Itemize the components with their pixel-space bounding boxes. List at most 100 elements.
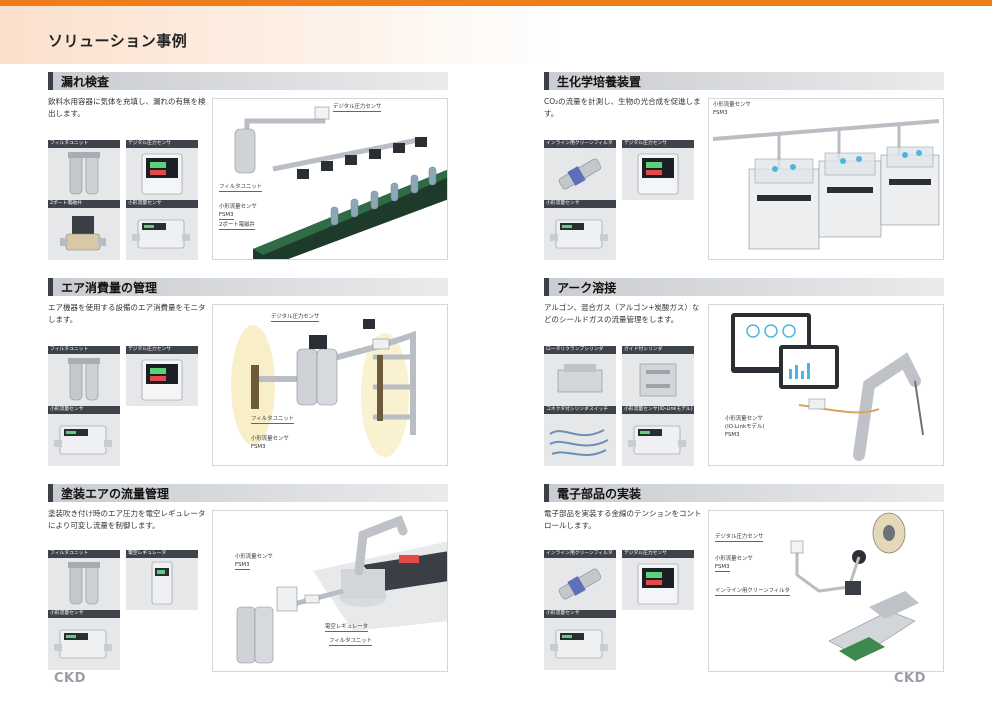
callout-flow-sensor-model: FSM3 — [713, 110, 728, 116]
callout-flow-sensor: 小形流量センサ — [235, 554, 273, 560]
electronic-mounting-illustration: デジタル圧力センサ 小形流量センサ FSM3 インライン用クリーンフィルタ — [708, 510, 944, 672]
section-header: 生化学培養装置 — [544, 72, 944, 90]
callout-flow-sensor-model: FSM3 — [725, 432, 740, 438]
flow-sensor-icon — [132, 219, 190, 249]
product-label: 小形流量センサ — [48, 406, 120, 414]
product-inline-clean-filter: インライン用クリーンフィルタ — [544, 140, 616, 200]
product-filter-unit: フィルタユニット — [48, 346, 120, 406]
product-digital-pressure-sensor: デジタル圧力センサ — [622, 550, 694, 610]
callout-flow-sensor: 小形流量センサ — [713, 102, 751, 108]
callout-flow-sensor-model: FSM3 — [235, 562, 250, 570]
product-label: 小形流量センサ — [48, 610, 120, 618]
product-label: ロータリクランプシリンダ — [544, 346, 616, 354]
section-description: CO₂の流量を計測し、生物の光合成を促進します。 — [544, 97, 701, 118]
section-header: エア消費量の管理 — [48, 278, 448, 296]
section-header: 漏れ検査 — [48, 72, 448, 90]
flow-sensor-icon — [54, 425, 112, 455]
painting-robot-illustration — [236, 515, 447, 664]
product-label: デジタル圧力センサ — [622, 140, 694, 148]
section-biochemical-culture: 生化学培養装置 CO₂の流量を計測し、生物の光合成を促進します。 インライン用ク… — [544, 72, 944, 260]
product-label: インライン用クリーンフィルタ — [544, 140, 616, 148]
product-label: デジタル圧力センサ — [622, 550, 694, 558]
product-label: 小形流量センサ — [126, 200, 198, 208]
product-label: 小形流量センサ(IO-Linkモデル) — [622, 406, 694, 414]
callout-flow-sensor: 小形流量センサ — [715, 556, 753, 562]
product-label: デジタル圧力センサ — [126, 140, 198, 148]
callout-flow-sensor-model: FSM3 — [251, 444, 266, 450]
solenoid-valve-icon — [60, 216, 106, 251]
cylinder-switch-icon — [549, 429, 609, 456]
ckd-logo-right: CKD — [894, 671, 926, 686]
culture-device-illustration: 小形流量センサ FSM3 — [708, 98, 944, 260]
callout-inline-clean-filter: インライン用クリーンフィルタ — [715, 588, 790, 596]
product-label: デジタル圧力センサ — [126, 346, 198, 354]
title-banner — [0, 6, 560, 64]
filter-unit-icon — [68, 562, 100, 605]
section-header: アーク溶接 — [544, 278, 944, 296]
section-title: 生化学培養装置 — [557, 75, 642, 89]
wire-bonding-illustration — [790, 512, 919, 661]
conveyor-bottle-illustration — [234, 106, 447, 259]
pressure-sensor-icon — [141, 359, 183, 401]
callout-pressure-sensor: デジタル圧力センサ — [715, 534, 764, 542]
pressure-sensor-icon — [637, 153, 679, 195]
product-filter-unit: フィルタユニット — [48, 140, 120, 200]
inline-filter-icon — [558, 158, 602, 190]
flow-sensor-icon — [550, 629, 608, 659]
section-title: アーク溶接 — [557, 281, 617, 295]
product-e-p-regulator: 電空レギュレータ — [126, 550, 198, 610]
product-flow-sensor: 小形流量センサ — [48, 610, 120, 670]
product-flow-sensor-io-link: 小形流量センサ(IO-Linkモデル) — [622, 406, 694, 466]
callout-solenoid-valve: 2ポート電磁弁 — [219, 222, 255, 230]
product-label: コネクタ付シリンダスイッチ — [544, 406, 616, 414]
incubator-illustration — [712, 119, 940, 250]
callout-flow-sensor-model: FSM3 — [219, 212, 234, 220]
product-label: 小形流量センサ — [544, 610, 616, 618]
product-filter-unit: フィルタユニット — [48, 550, 120, 610]
flow-sensor-icon — [550, 219, 608, 249]
product-label: 2ポート電磁弁 — [48, 200, 120, 208]
flow-sensor-icon — [628, 425, 686, 455]
callout-filter-unit: フィルタユニット — [251, 416, 295, 424]
section-title: 電子部品の実装 — [557, 487, 642, 501]
guided-cylinder-icon — [639, 363, 677, 397]
page-title: ソリューション事例 — [48, 32, 188, 50]
welding-robot-illustration — [731, 313, 924, 461]
section-arc-welding: アーク溶接 アルゴン、混合ガス（アルゴン+炭酸ガス）などのシールドガスの流量管理… — [544, 278, 944, 466]
product-label: 小形流量センサ — [544, 200, 616, 208]
product-guided-cylinder: ガイド付シリンダ — [622, 346, 694, 406]
section-description: 塗装吹き付け時のエア圧力を電空レギュレータにより可変し流量を制御します。 — [48, 509, 206, 530]
air-consumption-illustration: デジタル圧力センサ フィルタユニット 小形流量センサ FSM3 — [212, 304, 448, 466]
piping-illustration — [231, 319, 416, 457]
product-inline-clean-filter: インライン用クリーンフィルタ — [544, 550, 616, 610]
painting-illustration: 小形流量センサ FSM3 電空レギュレータ フィルタユニット — [212, 510, 448, 672]
product-flow-sensor: 小形流量センサ — [544, 610, 616, 670]
section-description: エア機器を使用する設備のエア消費量をモニタします。 — [48, 303, 206, 324]
product-label: フィルタユニット — [48, 346, 120, 354]
product-cylinder-switch: コネクタ付シリンダスイッチ — [544, 406, 616, 466]
section-header: 塗装エアの流量管理 — [48, 484, 448, 502]
product-label: インライン用クリーンフィルタ — [544, 550, 616, 558]
product-digital-pressure-sensor: デジタル圧力センサ — [126, 346, 198, 406]
section-air-consumption: エア消費量の管理 エア機器を使用する設備のエア消費量をモニタします。 フィルタユ… — [48, 278, 448, 466]
product-flow-sensor: 小形流量センサ — [544, 200, 616, 260]
clamp-cylinder-icon — [557, 364, 603, 393]
product-label: フィルタユニット — [48, 140, 120, 148]
product-digital-pressure-sensor: デジタル圧力センサ — [622, 140, 694, 200]
top-accent-bar — [0, 0, 992, 6]
section-painting-air-flow: 塗装エアの流量管理 塗装吹き付け時のエア圧力を電空レギュレータにより可変し流量を… — [48, 484, 448, 672]
product-rotary-clamp-cylinder: ロータリクランプシリンダ — [544, 346, 616, 406]
leak-inspection-illustration: デジタル圧力センサ フィルタユニット 小形流量センサ FSM3 2ポート電磁弁 — [212, 98, 448, 260]
section-description: アルゴン、混合ガス（アルゴン+炭酸ガス）などのシールドガスの流量管理をします。 — [544, 303, 700, 324]
section-header: 電子部品の実装 — [544, 484, 944, 502]
callout-flow-sensor: 小形流量センサ — [251, 436, 289, 442]
product-flow-sensor: 小形流量センサ — [126, 200, 198, 260]
section-description: 電子部品を実装する金線のテンションをコントロールします。 — [544, 509, 702, 530]
section-description: 飲料水用容器に気体を充填し、漏れの有無を検出します。 — [48, 97, 206, 118]
callout-pressure-sensor: デジタル圧力センサ — [271, 314, 320, 322]
section-leak-inspection: 漏れ検査 飲料水用容器に気体を充填し、漏れの有無を検出します。 フィルタユニット… — [48, 72, 448, 260]
section-electronic-mounting: 電子部品の実装 電子部品を実装する金線のテンションをコントロールします。 インラ… — [544, 484, 944, 672]
section-title: エア消費量の管理 — [61, 281, 158, 295]
callout-filter-unit: フィルタユニット — [219, 184, 263, 192]
arc-welding-illustration: 小形流量センサ (IO-Linkモデル) FSM3 — [708, 304, 944, 466]
